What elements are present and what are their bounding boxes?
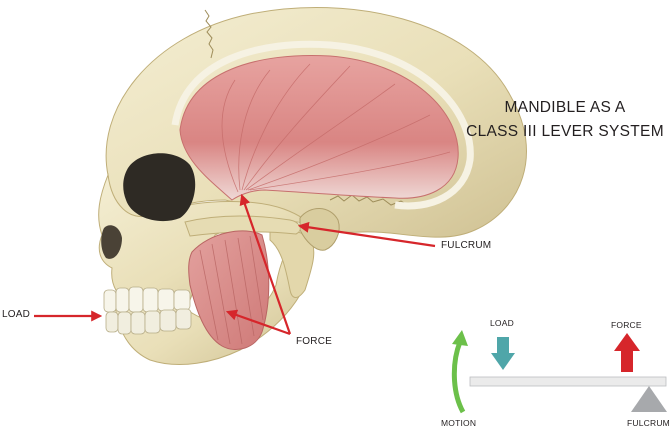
title-line-2: CLASS III LEVER SYSTEM [460,120,670,144]
load-down-arrow [491,337,515,370]
motion-arrow [454,342,463,412]
fulcrum-label: FULCRUM [441,240,491,251]
force-label: FORCE [296,336,332,347]
lever-force-label: FORCE [611,320,642,330]
lever-load-label: LOAD [490,318,514,328]
lever-bar [470,377,666,386]
load-label: LOAD [2,309,30,320]
upper-teeth [104,287,190,312]
lever-motion-label: MOTION [441,418,476,428]
diagram-title: MANDIBLE AS A CLASS III LEVER SYSTEM [460,96,670,144]
eye-socket [123,153,195,221]
lever-fulcrum-label: FULCRUM [627,418,670,428]
title-line-1: MANDIBLE AS A [460,96,670,120]
lever-system [452,330,667,412]
force-up-arrow [614,333,640,372]
fulcrum-triangle [631,386,667,412]
